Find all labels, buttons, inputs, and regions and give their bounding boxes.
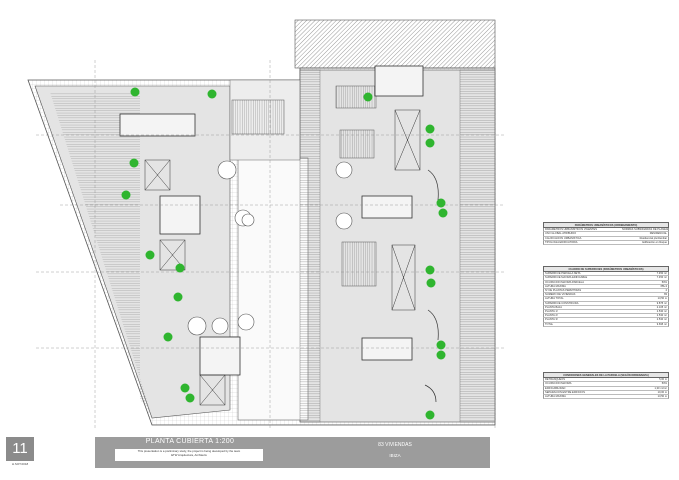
deck-strip [299,69,321,423]
deck-strip [459,69,496,423]
solar-panel-block [231,99,285,135]
sheet-code: H.SOT.0018 [11,462,29,466]
solar-panel-block [341,241,377,287]
project-place: IBIZA [389,453,401,458]
note-line: ETW Arquitectura, Architects [171,452,207,457]
core-boxes [119,65,424,376]
surfaces-table: CUADRO DE SUPERFICIES (PARÁMETROS URBANÍ… [543,266,669,327]
hatched-top-building [294,19,496,69]
note-box: This presentation is a preliminary study… [115,449,263,461]
core-crosses [144,109,421,406]
solar-panel-block [339,129,375,159]
conditions-table-title: CONDICIONES GENERALES DE LA PARCELA (SEG… [543,372,669,379]
left-block-decking [50,92,150,410]
parameters-table-title: PARÁMETROS URBANÍSTICOS (ORDENAMIENTO) [543,222,669,229]
central-court [237,157,309,421]
terrace-umbrellas [187,160,353,336]
project-name: 83 VIVIENDAS [378,442,412,448]
sheet-number: 11 [6,437,34,461]
plan-title: PLANTA CUBIERTA 1:200 [145,438,235,445]
conditions-table: CONDICIONES GENERALES DE LA PARCELA (SEG… [543,372,669,400]
parameters-table: PARÁMETROS URBANÍSTICOS (ORDENAMIENTO) P… [543,222,669,246]
tree-symbols [121,87,448,420]
surfaces-table-title: CUADRO DE SUPERFICIES (PARÁMETROS URBANÍ… [543,266,669,273]
note-line: This presentation is a preliminary study… [137,449,241,453]
rail-lines [424,169,439,403]
solar-panel-block [335,85,377,109]
